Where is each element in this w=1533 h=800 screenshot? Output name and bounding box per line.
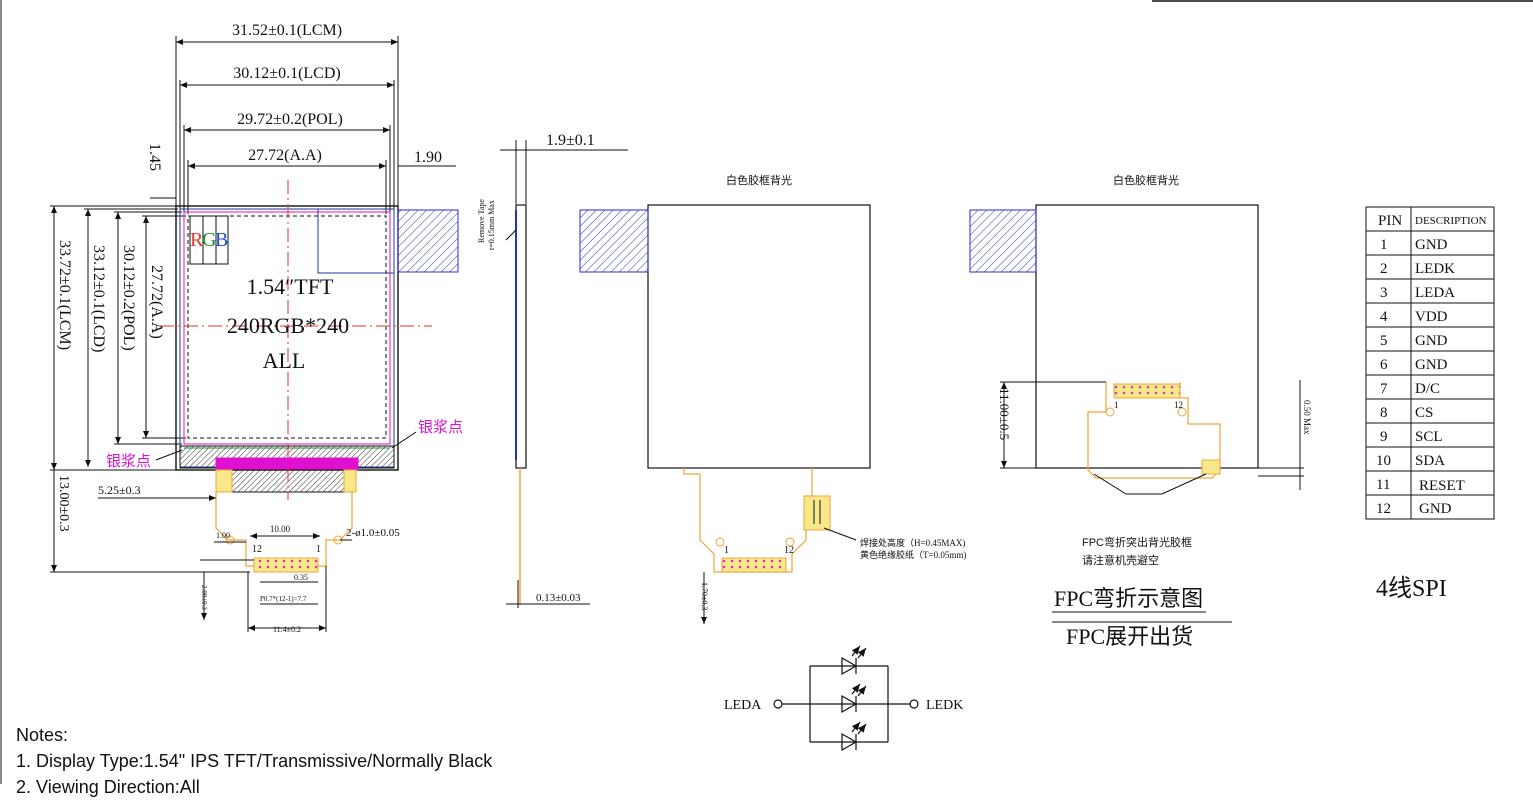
led-circuit	[773, 645, 919, 752]
note-item: 1. Display Type:1.54" IPS TFT/Transmissi…	[16, 751, 493, 771]
fpc-bend-caption: FPC弯折示意图	[1054, 586, 1203, 611]
insulation-tape-note: 黄色绝缘胶纸（T=0.05mm)	[860, 549, 966, 560]
front-center-lines	[160, 180, 432, 500]
pin-table-pin: 6	[1380, 357, 1388, 373]
led-diode-3	[841, 721, 867, 752]
dim-fpc-length: 13.00±0.3	[56, 475, 71, 532]
dim-rear-fpc-tail: 1.70±0.3	[700, 582, 709, 610]
fpc-pin-12: 12	[252, 544, 262, 555]
dim-fpc-035: 0.35	[294, 573, 308, 582]
interface-label: 4线SPI	[1376, 575, 1447, 602]
side-view	[500, 140, 628, 608]
pin-table-header-description: DESCRIPTION	[1415, 215, 1487, 227]
rgb-letter-g: G	[202, 229, 216, 251]
dim-side-bottom: 0.13±0.03	[536, 592, 581, 604]
fpc-pin-1: 1	[316, 544, 321, 555]
rgb-letter-r: R	[190, 229, 204, 251]
pin-table-desc: LEDA	[1415, 285, 1455, 301]
rear-pin-12: 12	[784, 545, 794, 556]
led-diode-2	[841, 683, 867, 714]
notes-section: Notes: 1. Display Type:1.54" IPS TFT/Tra…	[16, 722, 716, 800]
pin-table-pin: 5	[1380, 333, 1388, 349]
dim-left-margin: 1.45	[146, 143, 163, 171]
pin-table-desc: SCL	[1415, 429, 1443, 445]
pin-table-desc: RESET	[1419, 478, 1465, 494]
pin-table-desc: LEDK	[1415, 261, 1455, 277]
notes-title: Notes:	[16, 725, 69, 745]
pin-table-desc: D/C	[1415, 381, 1440, 397]
pin-table-pin: 2	[1380, 261, 1388, 277]
screen-size-label: 1.54″TFT	[247, 274, 334, 299]
bent-pin-12: 12	[1174, 400, 1183, 410]
pin-table-desc: SDA	[1415, 453, 1445, 469]
dim-bent-height: 11.00±0.5	[997, 388, 1012, 440]
bent-view-title: 白色胶框背光	[1113, 173, 1179, 187]
pin-table-pin: 3	[1380, 285, 1388, 301]
dim-lcm-width: 31.52±0.1(LCM)	[232, 22, 342, 39]
pin-table-pin: 8	[1380, 405, 1388, 421]
dim-lcm-height: 33.72±0.1(LCM)	[56, 240, 73, 350]
led-cathode-label: LEDK	[926, 698, 963, 713]
bent-pin-1: 1	[1114, 400, 1119, 410]
fpc-bend-note-1: FPC弯折突出背光胶框	[1082, 535, 1192, 549]
pin-table-desc: GND	[1415, 333, 1448, 349]
pin-table-desc: GND	[1415, 237, 1448, 253]
pin-table-pin: 11	[1376, 477, 1390, 493]
pin-table-pin: 1	[1380, 237, 1388, 253]
rgb-letter-b: B	[215, 229, 228, 251]
pin-table-pin: 7	[1380, 381, 1388, 397]
dim-lcd-height: 33.12±0.1(LCD)	[90, 245, 107, 352]
pin-table-desc: GND	[1415, 357, 1448, 373]
dim-bent-max: 0.50 Max	[1302, 400, 1312, 435]
remove-tape-label: Remove Tape	[477, 199, 486, 243]
front-view	[50, 36, 459, 632]
pin-table: PIN DESCRIPTION 1 GND 2 LEDK 3 LEDA 4 VD…	[1365, 206, 1495, 520]
dim-fpc-hole: 2-ø1.0±0.05	[346, 527, 400, 539]
dim-lcd-width: 30.12±0.1(LCD)	[233, 65, 340, 82]
pin-table-pin: 9	[1380, 429, 1388, 445]
dim-fpc-small: 1.00	[216, 531, 230, 540]
dim-thickness: 1.9±0.1	[546, 132, 595, 149]
tape-thickness-label: t=0.15mm Max	[487, 200, 496, 250]
fpc-bend-note-2: 请注意机壳避空	[1082, 553, 1159, 567]
rear-view-title: 白色胶框背光	[726, 173, 792, 187]
pin-table-pin: 12	[1376, 501, 1391, 517]
pin-table-header-pin: PIN	[1378, 213, 1402, 229]
weld-height-note: 焊接处高度（H=0.45MAX)	[860, 537, 965, 548]
silver-dot-label-left: 银浆点	[106, 452, 151, 470]
pin-table-desc: VDD	[1415, 309, 1448, 325]
silver-dot-label-right: 银浆点	[418, 418, 463, 436]
dim-fpc-tail: 2.00±0.3	[200, 585, 208, 610]
bent-fpc-view	[969, 204, 1304, 623]
dim-fpc-width: 11.4±0.2	[273, 625, 301, 634]
dim-fpc-pitch-span: 10.00	[270, 524, 291, 534]
led-anode-label: LEDA	[724, 698, 762, 713]
pin-table-desc: CS	[1415, 405, 1433, 421]
fpc-ship-caption: FPC展开出货	[1066, 624, 1193, 649]
dim-aa-width: 27.72(A.A)	[248, 147, 322, 164]
pin-table-pin: 10	[1376, 453, 1391, 469]
screen-resolution-label: 240RGB*240	[227, 313, 349, 338]
note-item: 2. Viewing Direction:All	[16, 777, 200, 797]
pin-table-desc: GND	[1419, 501, 1452, 517]
pin-table-pin: 4	[1380, 309, 1388, 325]
dim-right-margin: 1.90	[414, 149, 442, 166]
dim-pol-width: 29.72±0.2(POL)	[237, 111, 343, 128]
dim-pol-height: 30.12±0.2(POL)	[120, 245, 137, 351]
dim-fpc-pitch: P0.7*(12-1)=7.7	[260, 595, 307, 603]
dim-aa-height: 27.72(A.A)	[148, 265, 165, 339]
rear-pin-1: 1	[724, 545, 729, 556]
dim-fpc-offset: 5.25±0.3	[98, 483, 141, 497]
led-diode-1	[841, 645, 867, 676]
screen-view-label: ALL	[263, 348, 306, 373]
rear-view	[579, 204, 871, 624]
